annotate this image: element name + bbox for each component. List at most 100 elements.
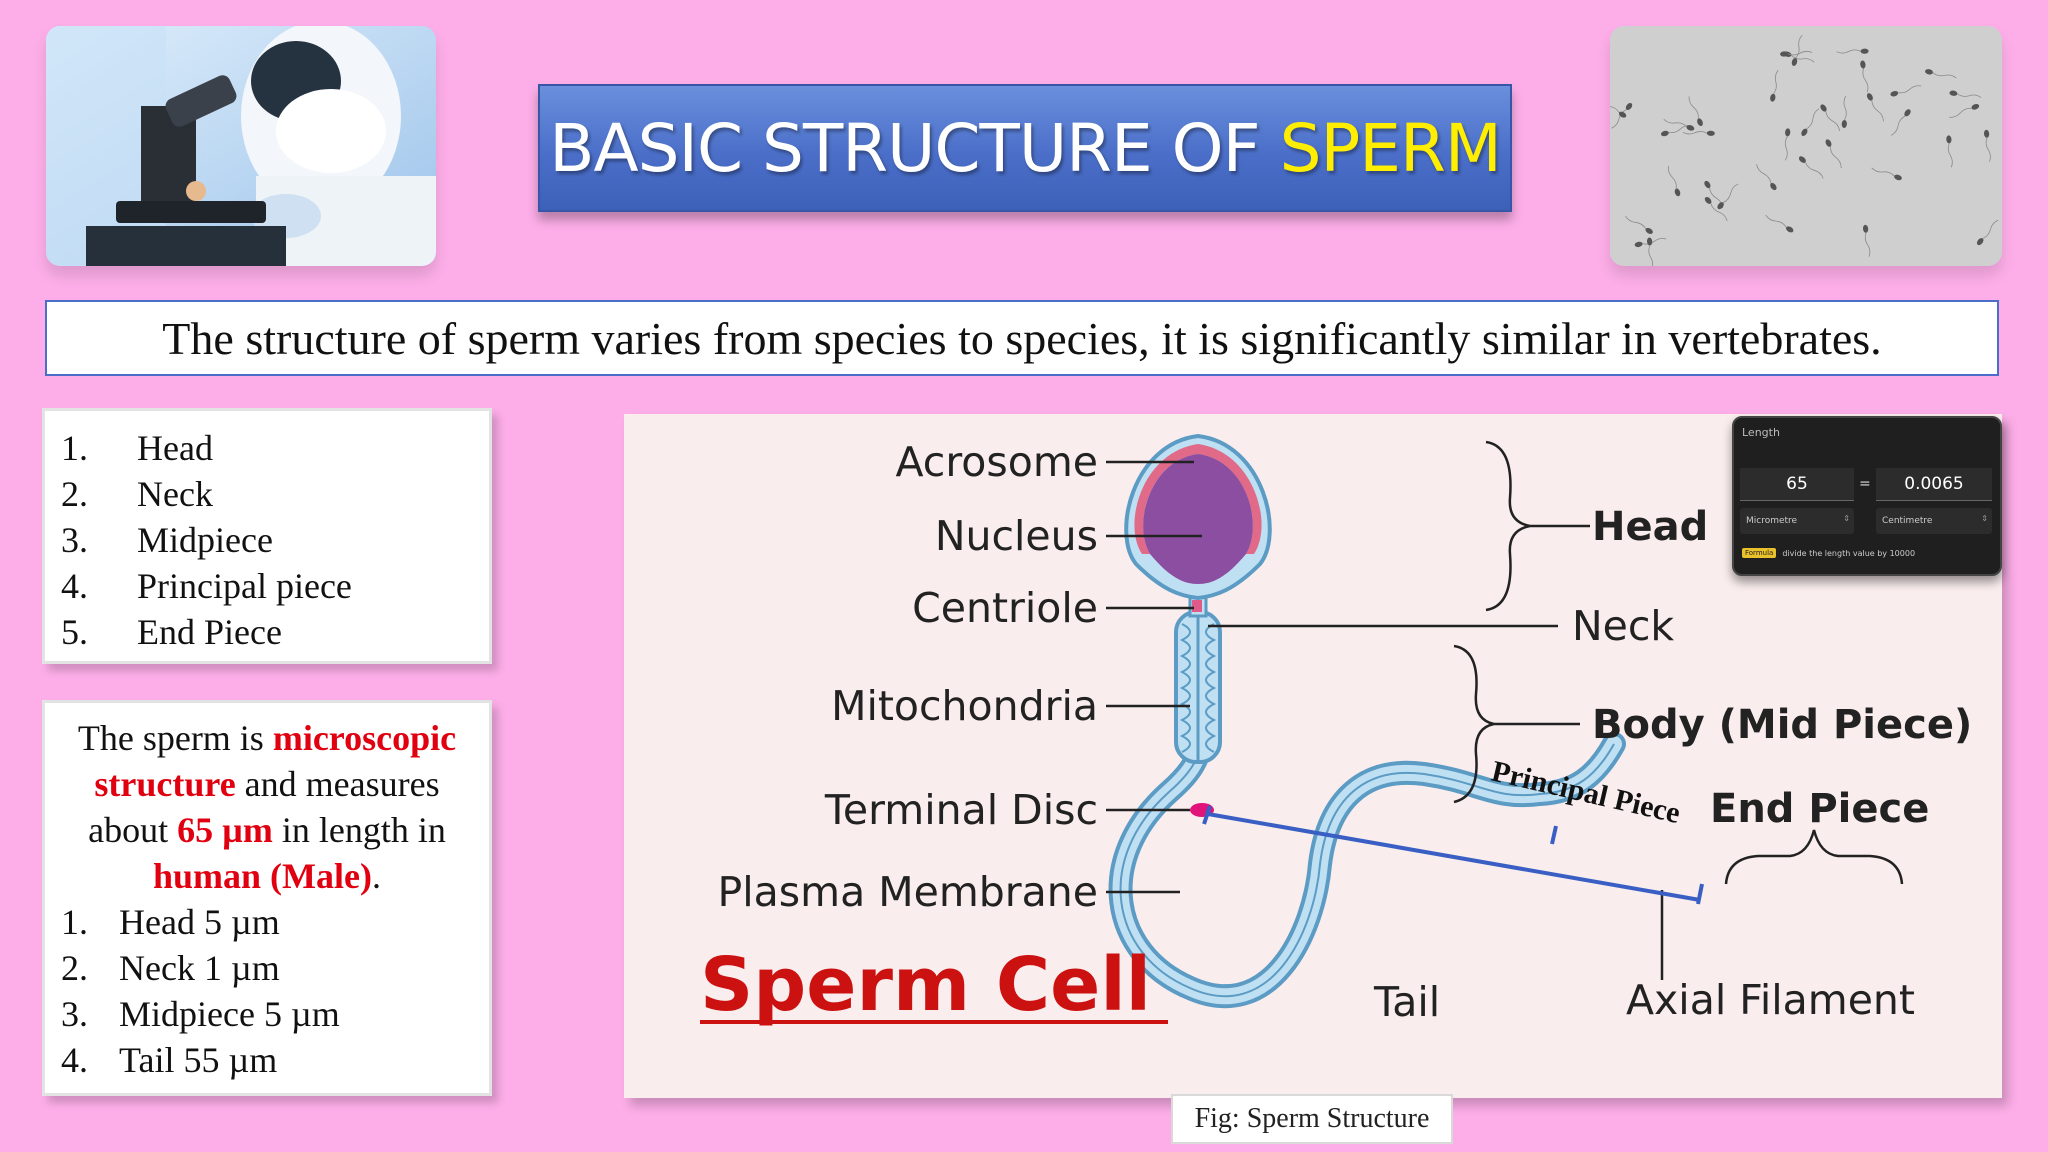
page-title: BASIC STRUCTURE OF SPERM [538,84,1512,212]
title-main: BASIC STRUCTURE OF [549,109,1260,187]
list-label: Neck 1 µm [119,948,280,988]
list-label: Midpiece [137,520,273,560]
micro-sperm-cell [1780,50,1813,57]
body-brace [1453,644,1580,804]
micro-sperm-cell [1610,99,1627,118]
micro-sperm-cell [1946,135,1953,168]
micro-sperm-cell [1866,93,1884,122]
micro-sperm-cell [1756,164,1777,191]
micro-sperm-cell [1983,129,1991,162]
chevron-updown-icon: ⇕ [1843,514,1850,523]
list-label: Neck [137,474,213,514]
label-body: Body (Mid Piece) [1592,702,1972,748]
list-item: 4. Tail 55 µm [61,1037,473,1083]
micro-sperm-cell [1646,237,1654,266]
list-item: 4.Principal piece [61,563,473,609]
size-text-2: and measures about [88,764,440,850]
micro-sperm-cell [1791,34,1803,66]
list-item: 1.Head [61,425,473,471]
converter-input-value: 65 [1786,474,1808,494]
principal-piece-bracket [1202,805,1704,905]
label-neck: Neck [1572,602,1674,650]
size-highlight-length: 65 µm [177,810,273,850]
size-description: The sperm is microscopic structure and m… [61,715,473,899]
micro-sperm-cell [1784,128,1791,161]
list-number: 3. [61,520,88,560]
label-plasma-membrane: Plasma Membrane [718,868,1098,916]
micro-sperm-cell [1625,215,1653,234]
list-number: 5. [61,612,88,652]
micro-sperm-cell [1841,95,1847,128]
length-converter-widget: Length 65 = 0.0065 Micrometre⇕ Centimetr… [1732,416,2002,576]
diagram-title: Sperm Cell [700,942,1151,1028]
micro-sperm-cell [1890,85,1922,97]
converter-output-field[interactable]: 0.0065 [1876,468,1992,501]
micro-sperm-cell [1663,118,1695,131]
chevron-updown-icon: ⇕ [1981,514,1988,523]
title-highlight: SPERM [1279,109,1502,187]
figure-caption: Fig: Sperm Structure [1171,1094,1453,1144]
list-item: 3. Midpiece 5 µm [61,991,473,1037]
list-label: Midpiece 5 µm [119,994,340,1034]
list-number: 1. [61,428,88,468]
figure-caption-text: Fig: Sperm Structure [1194,1103,1430,1134]
label-tail: Tail [1373,978,1440,1026]
nucleus-shape [1143,454,1253,584]
end-piece-brace [1724,829,1904,885]
list-number: 4. [61,1040,88,1080]
list-number: 4. [61,566,88,606]
label-terminal-disc: Terminal Disc [824,786,1098,834]
size-highlight-microscopic: microscopic structure [94,718,457,804]
description-text: The structure of sperm varies from speci… [162,312,1882,364]
list-number: 2. [61,948,88,988]
converter-input-field[interactable]: 65 [1740,468,1854,501]
head-brace [1485,440,1590,612]
list-item: 2. Neck 1 µm [61,945,473,991]
micro-sperm-cell [1860,60,1869,93]
parts-list: 1.Head 2.Neck 3. Midpiece 4.Principal pie… [61,425,473,655]
list-number: 3. [61,994,88,1034]
list-item: 2.Neck [61,471,473,517]
leader-lines [1106,460,1664,980]
list-label: Head 5 µm [119,902,280,942]
micro-sperm-cell [1949,90,1982,98]
principal-bracket-line [1202,805,1704,905]
size-list: 1.Head 5 µm 2.Neck 1 µm 3.Midpiece 5 µm … [61,899,473,1083]
micro-sperm-cell [1717,183,1739,210]
micro-sperm-cell [1688,96,1703,127]
micro-sperm-cell [1925,69,1957,79]
list-item: 3. Midpiece [61,517,473,563]
to-unit-select[interactable]: Centimetre⇕ [1876,508,1992,534]
micro-sperm-cell [1976,219,1999,246]
micro-sperm-cell [1634,238,1667,248]
micro-sperm-cell [1949,103,1980,118]
centriole-shape [1192,600,1202,612]
microscope-scientist-image [46,26,436,266]
micro-sperm-cell [1820,104,1840,132]
sperm-diagram: Acrosome Nucleus Centriole Mitochondria … [700,433,1972,1028]
description-box: The structure of sperm varies from speci… [45,300,1999,376]
list-number: 1. [61,902,88,942]
sperm-microscope-photo [1610,26,2002,266]
list-item: 1. Head 5 µm [61,899,473,945]
from-unit-label: Micrometre [1746,516,1798,526]
label-nucleus: Nucleus [935,512,1098,560]
from-unit-select[interactable]: Micrometre ⇕ [1740,508,1854,534]
list-label: Tail 55 µm [119,1040,278,1080]
label-acrosome: Acrosome [895,438,1098,486]
label-end-piece: End Piece [1710,786,1929,832]
formula-text: divide the length value by 10000 [1782,548,1916,558]
micro-sperm-cell [1765,214,1794,233]
label-head: Head [1592,504,1708,550]
micro-sperm-cell [1871,167,1902,181]
label-axial-filament: Axial Filament [1626,976,1915,1024]
size-text-4: . [372,856,381,896]
axial-filament-line [1119,721,1615,998]
micro-sperm-cell [1798,156,1824,179]
label-centriole: Centriole [912,584,1098,632]
micro-sperm-cell [1682,130,1715,136]
formula-tag: Formula [1742,548,1777,558]
micro-sperm-cell [1836,48,1869,54]
sperm-micrograph-image [1610,26,2002,266]
size-info-card: The sperm is microscopic structure and m… [42,700,492,1096]
